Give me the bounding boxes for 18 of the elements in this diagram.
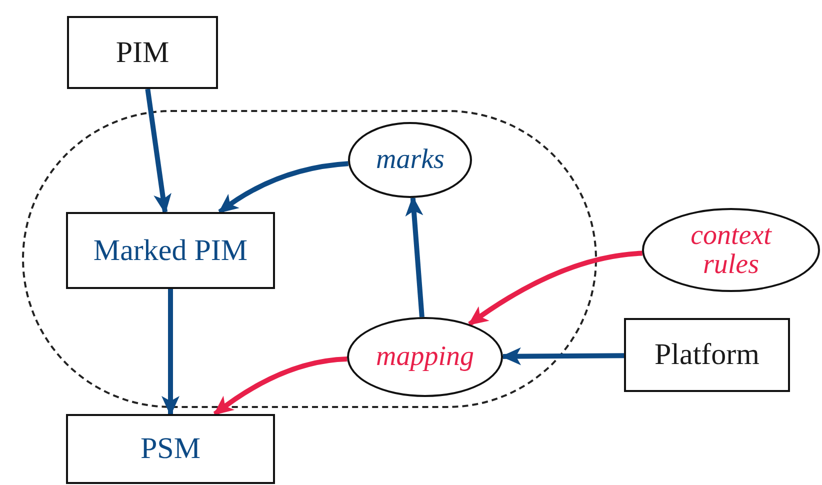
arrow bbox=[145, 88, 172, 214]
node-label: mapping bbox=[375, 342, 475, 372]
node-label: PIM bbox=[114, 36, 170, 68]
arrow bbox=[405, 196, 424, 318]
process-box bbox=[66, 414, 275, 484]
arrow bbox=[468, 250, 642, 326]
process-box bbox=[67, 16, 218, 89]
node-label: Platform bbox=[654, 339, 760, 371]
process-box bbox=[66, 212, 275, 289]
node-label: context rules bbox=[690, 220, 773, 280]
process-box bbox=[624, 318, 790, 392]
node-label: marks bbox=[375, 145, 446, 175]
arrow bbox=[213, 356, 348, 416]
node-label: Marked PIM bbox=[92, 234, 249, 266]
arrow bbox=[162, 289, 180, 416]
arrow bbox=[501, 347, 624, 366]
arrow bbox=[218, 161, 348, 214]
node-label: PSM bbox=[139, 433, 202, 465]
